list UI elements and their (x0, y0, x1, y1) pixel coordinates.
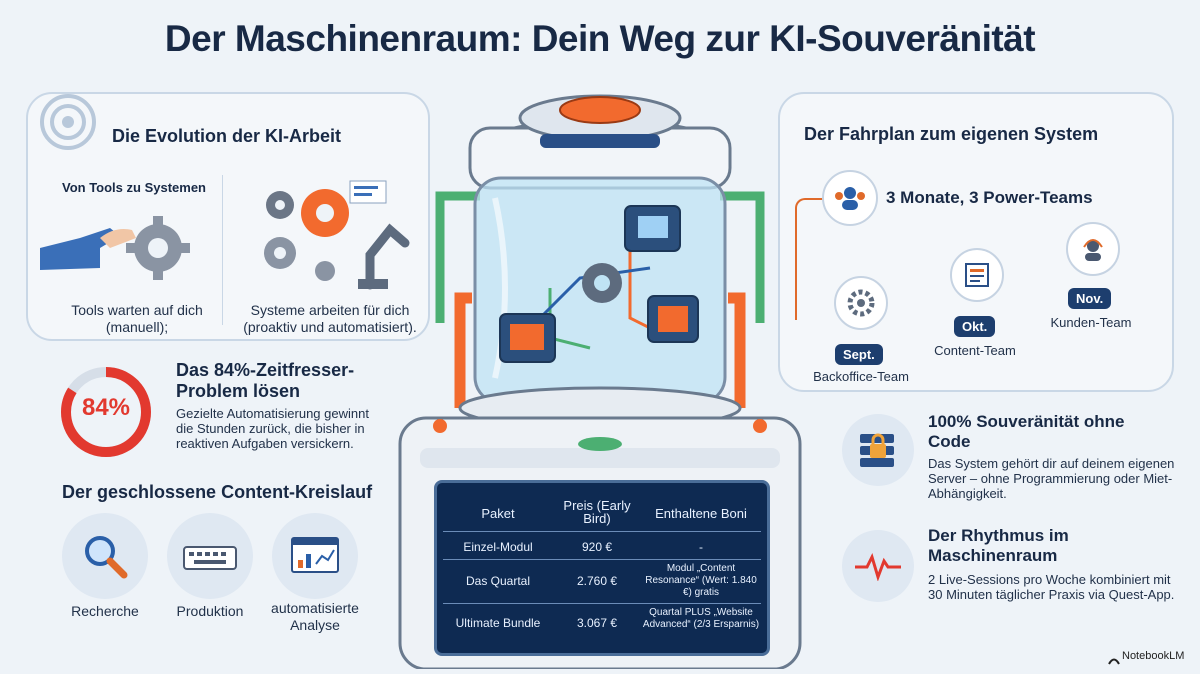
target-icon (38, 92, 98, 152)
table-divider (443, 531, 761, 532)
keyboard-icon (167, 513, 253, 599)
month-badge-okt: Okt. (954, 316, 996, 337)
timeline-line (795, 198, 827, 320)
brand-name: NotebookLM (1122, 650, 1185, 662)
loop-item-analyse: automatisierte Analyse (271, 600, 359, 633)
loop-heading: Der geschlossene Content-Kreislauf (62, 482, 373, 502)
table-divider (443, 559, 761, 560)
team-backoffice: Backoffice-Team (813, 369, 909, 384)
divider (222, 175, 223, 325)
header-preis: Preis (Early Bird) (563, 498, 631, 526)
header-boni: Enthaltene Boni (655, 506, 747, 521)
row-1-preis: 920 € (581, 540, 613, 554)
row-2-boni: Modul „Content Resonance“ (Wert: 1.840 €… (645, 563, 757, 598)
document-icon (950, 248, 1004, 302)
heartbeat-icon (842, 530, 914, 602)
team-content: Content-Team (934, 343, 1016, 358)
hand-gear-icon (40, 208, 190, 288)
loop-item-recherche: Recherche (71, 603, 139, 619)
server-lock-icon (842, 414, 914, 486)
analytics-icon (272, 513, 358, 599)
row-1-paket: Einzel-Modul (463, 540, 533, 554)
problem-text: Gezielte Automatisierung gewinnt die Stu… (176, 406, 369, 451)
row-2-preis: 2.760 € (576, 574, 618, 588)
tools-heading: Von Tools zu Systemen (62, 180, 206, 195)
table-divider (443, 603, 761, 604)
rhythm-text: 2 Live-Sessions pro Woche kombiniert mit… (928, 572, 1175, 602)
loop-item-produktion: Produktion (176, 603, 244, 619)
header-paket: Paket (481, 506, 515, 521)
search-icon (62, 513, 148, 599)
stat-value: 84% (81, 394, 131, 421)
team-icon (822, 170, 878, 226)
pricing-table: Paket Preis (Early Bird) Enthaltene Boni… (434, 480, 770, 656)
tools-text: Tools warten auf dich (manuell); (71, 302, 203, 335)
row-3-preis: 3.067 € (576, 616, 618, 630)
sovereignty-text: Das System gehört dir auf deinem eigenen… (928, 456, 1175, 501)
gear-icon (834, 276, 888, 330)
brand-logo-icon (1108, 652, 1120, 665)
month-badge-sept: Sept. (835, 344, 883, 365)
rhythm-heading: Der Rhythmus im Maschinenraum (928, 526, 1069, 565)
month-badge-nov: Nov. (1068, 288, 1112, 309)
headset-icon (1066, 222, 1120, 276)
team-kunden: Kunden-Team (1050, 315, 1132, 330)
teams-heading: 3 Monate, 3 Power-Teams (886, 188, 1093, 207)
roadmap-heading: Der Fahrplan zum eigenen System (804, 124, 1099, 144)
problem-heading: Das 84%-Zeitfresser-Problem lösen (176, 360, 355, 401)
gears-robot-icon (250, 175, 415, 290)
page-title: Der Maschinenraum: Dein Weg zur KI-Souve… (164, 18, 1036, 59)
row-3-boni: Quartal PLUS „Website Advanced“ (2/3 Ers… (642, 607, 760, 630)
stat-ring (58, 364, 154, 460)
sovereignty-heading: 100% Souveränität ohne Code (928, 412, 1125, 451)
evolution-heading: Die Evolution der KI-Arbeit (112, 126, 342, 146)
systems-text: Systeme arbeiten für dich (proaktiv und … (243, 302, 417, 335)
row-3-paket: Ultimate Bundle (455, 616, 541, 630)
row-2-paket: Das Quartal (465, 574, 531, 588)
row-1-boni: - (699, 540, 703, 554)
